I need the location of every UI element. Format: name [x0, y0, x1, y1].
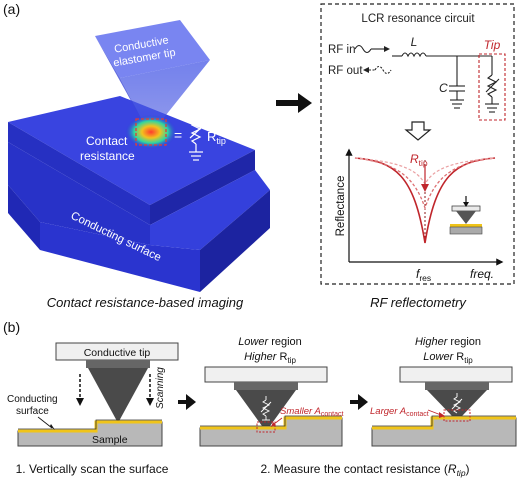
caption-left: Contact resistance-based imaging	[47, 295, 244, 310]
step-arrow-1	[178, 394, 196, 410]
r-tip-label-a: Rtip	[207, 129, 226, 146]
lcr-circuit	[354, 44, 500, 113]
tip-box	[478, 53, 506, 121]
contact-glow	[125, 115, 177, 149]
resistor-ground-icon	[189, 112, 204, 161]
smaller-contact-label: Smaller Acontact	[280, 406, 343, 418]
panel-a-label: (a)	[3, 1, 20, 17]
larger-contact-label: Larger Acontact	[370, 406, 429, 418]
tip-box-label: Tip	[484, 38, 501, 52]
arrow-right-icon	[276, 93, 312, 113]
plot-r-tip-label: Rtip	[410, 152, 428, 168]
scene-lower-region	[199, 366, 343, 447]
step2-caption: 2. Measure the contact resistance (Rtip)	[260, 462, 469, 478]
reflectance-curve-mid	[354, 157, 496, 211]
mid-heading-2: Higher Rtip	[244, 351, 296, 365]
conducting-surface-block	[8, 96, 270, 292]
inset-tip-icon	[449, 196, 483, 235]
equals-sign: =	[174, 127, 182, 143]
contact-label-line1: Contact	[86, 134, 128, 148]
reflectance-plot	[345, 148, 504, 266]
contact-highlight-box	[135, 118, 167, 146]
x-axis-label: freq.	[470, 267, 494, 281]
right-heading-2: Lower Rtip	[423, 351, 473, 365]
sample-label: Sample	[92, 434, 128, 446]
y-axis-label: Reflectance	[335, 176, 347, 237]
rf-in-label: RF in	[328, 44, 355, 56]
rf-out-label: RF out	[328, 65, 363, 77]
step1-caption: 1. Vertically scan the surface	[16, 462, 169, 476]
right-heading-1: Higher region	[415, 336, 481, 348]
conducting-surface-label-b1: Conducting	[7, 394, 58, 405]
rf-box	[320, 3, 515, 285]
conducting-surface-label-b2: surface	[16, 406, 49, 417]
scene-scan	[17, 342, 179, 447]
panel-b-label: (b)	[3, 319, 20, 335]
step-arrow-2	[350, 394, 368, 410]
f-res-label: fres	[416, 267, 431, 283]
mid-heading-1: Lower region	[238, 336, 302, 348]
scene-higher-region	[371, 366, 517, 447]
conductive-tip-label: Conductive tip	[84, 347, 151, 359]
contact-label-line2: resistance	[80, 149, 135, 163]
inductor-label: L	[411, 35, 418, 49]
caption-right: RF reflectometry	[370, 295, 467, 310]
circuit-title: LCR resonance circuit	[361, 13, 475, 25]
capacitor-label: C	[439, 81, 448, 95]
scanning-label: Scanning	[155, 367, 166, 409]
down-arrow-icon	[404, 121, 432, 141]
